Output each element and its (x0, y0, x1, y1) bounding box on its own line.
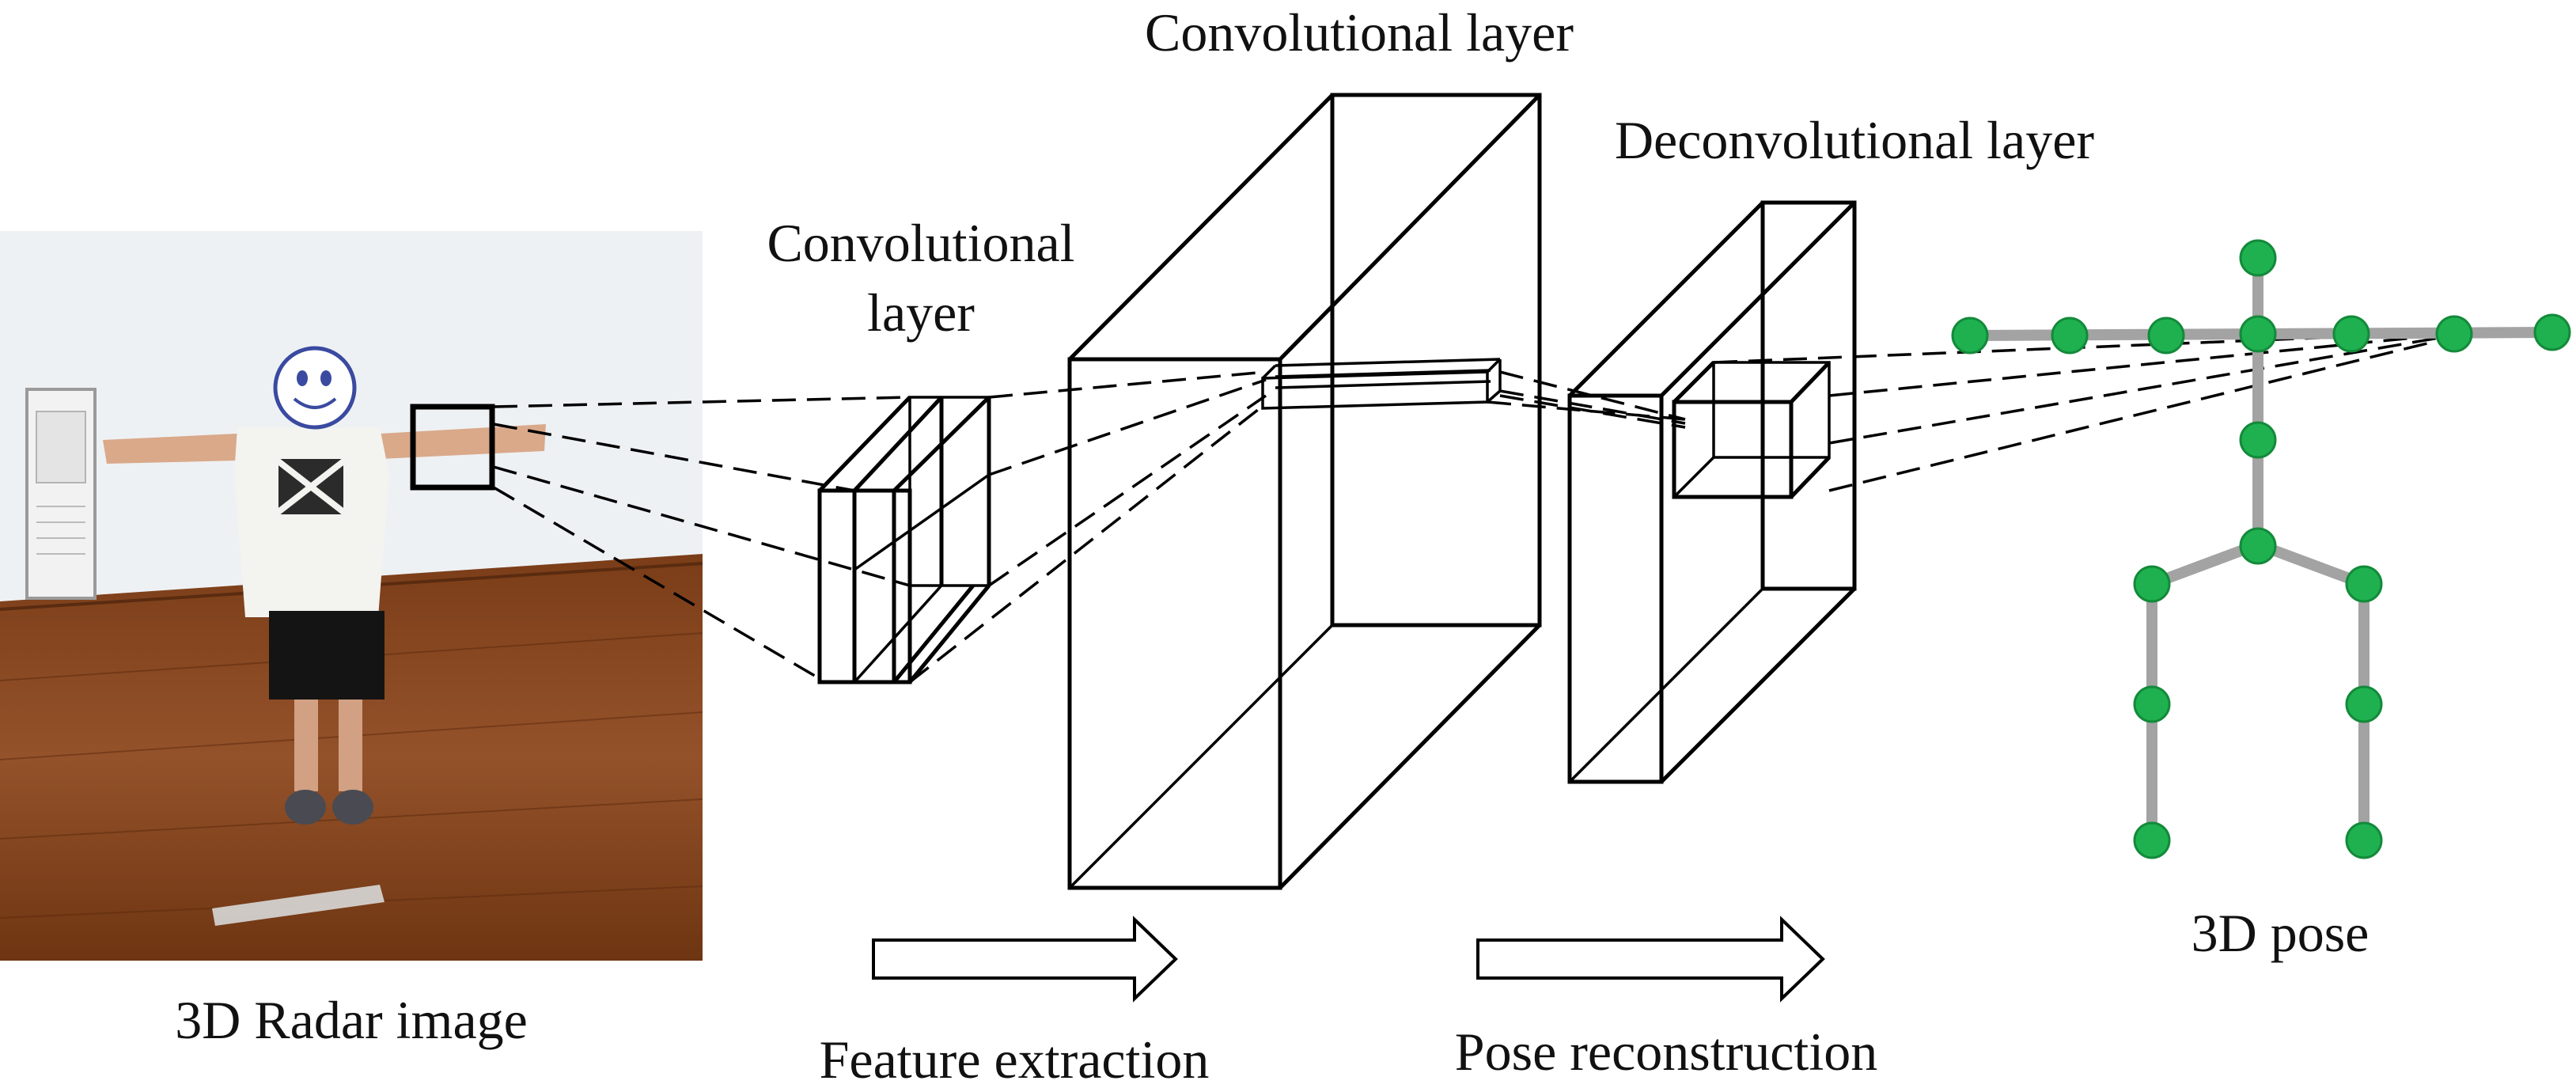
joint-neck (2239, 315, 2277, 353)
conv-to-conv-connectors (908, 370, 1267, 684)
joint-right-ankle (2345, 821, 2383, 859)
label-pose-reconstruction: Pose reconstruction (1455, 1022, 1877, 1082)
right-arrow-icon (1476, 916, 1825, 1003)
joint-right-knee (2345, 685, 2383, 723)
joint-left-elbow (2051, 317, 2089, 355)
label-conv-layer-top: Convolutional layer (1145, 2, 1574, 63)
joint-right-shoulder (2332, 315, 2370, 353)
label-conv-layer-small-line2: layer (867, 282, 975, 343)
joint-right-elbow (2435, 315, 2473, 353)
joint-pelvis (2239, 527, 2277, 565)
big-conv-block (1067, 93, 1542, 890)
label-feature-extraction: Feature extraction (820, 1029, 1210, 1090)
right-arrow-icon (872, 916, 1178, 1003)
conv-to-deconv-connectors (1487, 370, 1686, 429)
small-conv-block (817, 396, 991, 684)
joint-left-hip (2133, 565, 2171, 603)
joint-right-hand (2533, 313, 2571, 351)
joint-left-ankle (2133, 821, 2171, 859)
air-conditioner (25, 388, 97, 600)
deconv-to-pose-connectors (1713, 331, 2453, 492)
deconv-block (1567, 200, 1857, 784)
label-3d-pose: 3D pose (2191, 903, 2370, 963)
joint-left-knee (2133, 685, 2171, 723)
label-deconv-layer: Deconvolutional layer (1615, 110, 2094, 170)
label-conv-layer-small-line1: Convolutional (767, 213, 1074, 273)
person (103, 424, 546, 825)
joint-head (2239, 239, 2277, 277)
label-radar-image: 3D Radar image (175, 990, 528, 1050)
photo-to-conv-connectors (493, 396, 911, 682)
receptive-field-box (410, 404, 495, 491)
smiley-face-icon (273, 346, 357, 430)
joint-left-hand (1951, 317, 1989, 355)
joint-right-hip (2345, 565, 2383, 603)
radar-photo (0, 231, 703, 961)
pose-skeleton (1951, 239, 2571, 859)
joint-left-shoulder (2147, 317, 2185, 355)
joint-spine (2239, 421, 2277, 459)
